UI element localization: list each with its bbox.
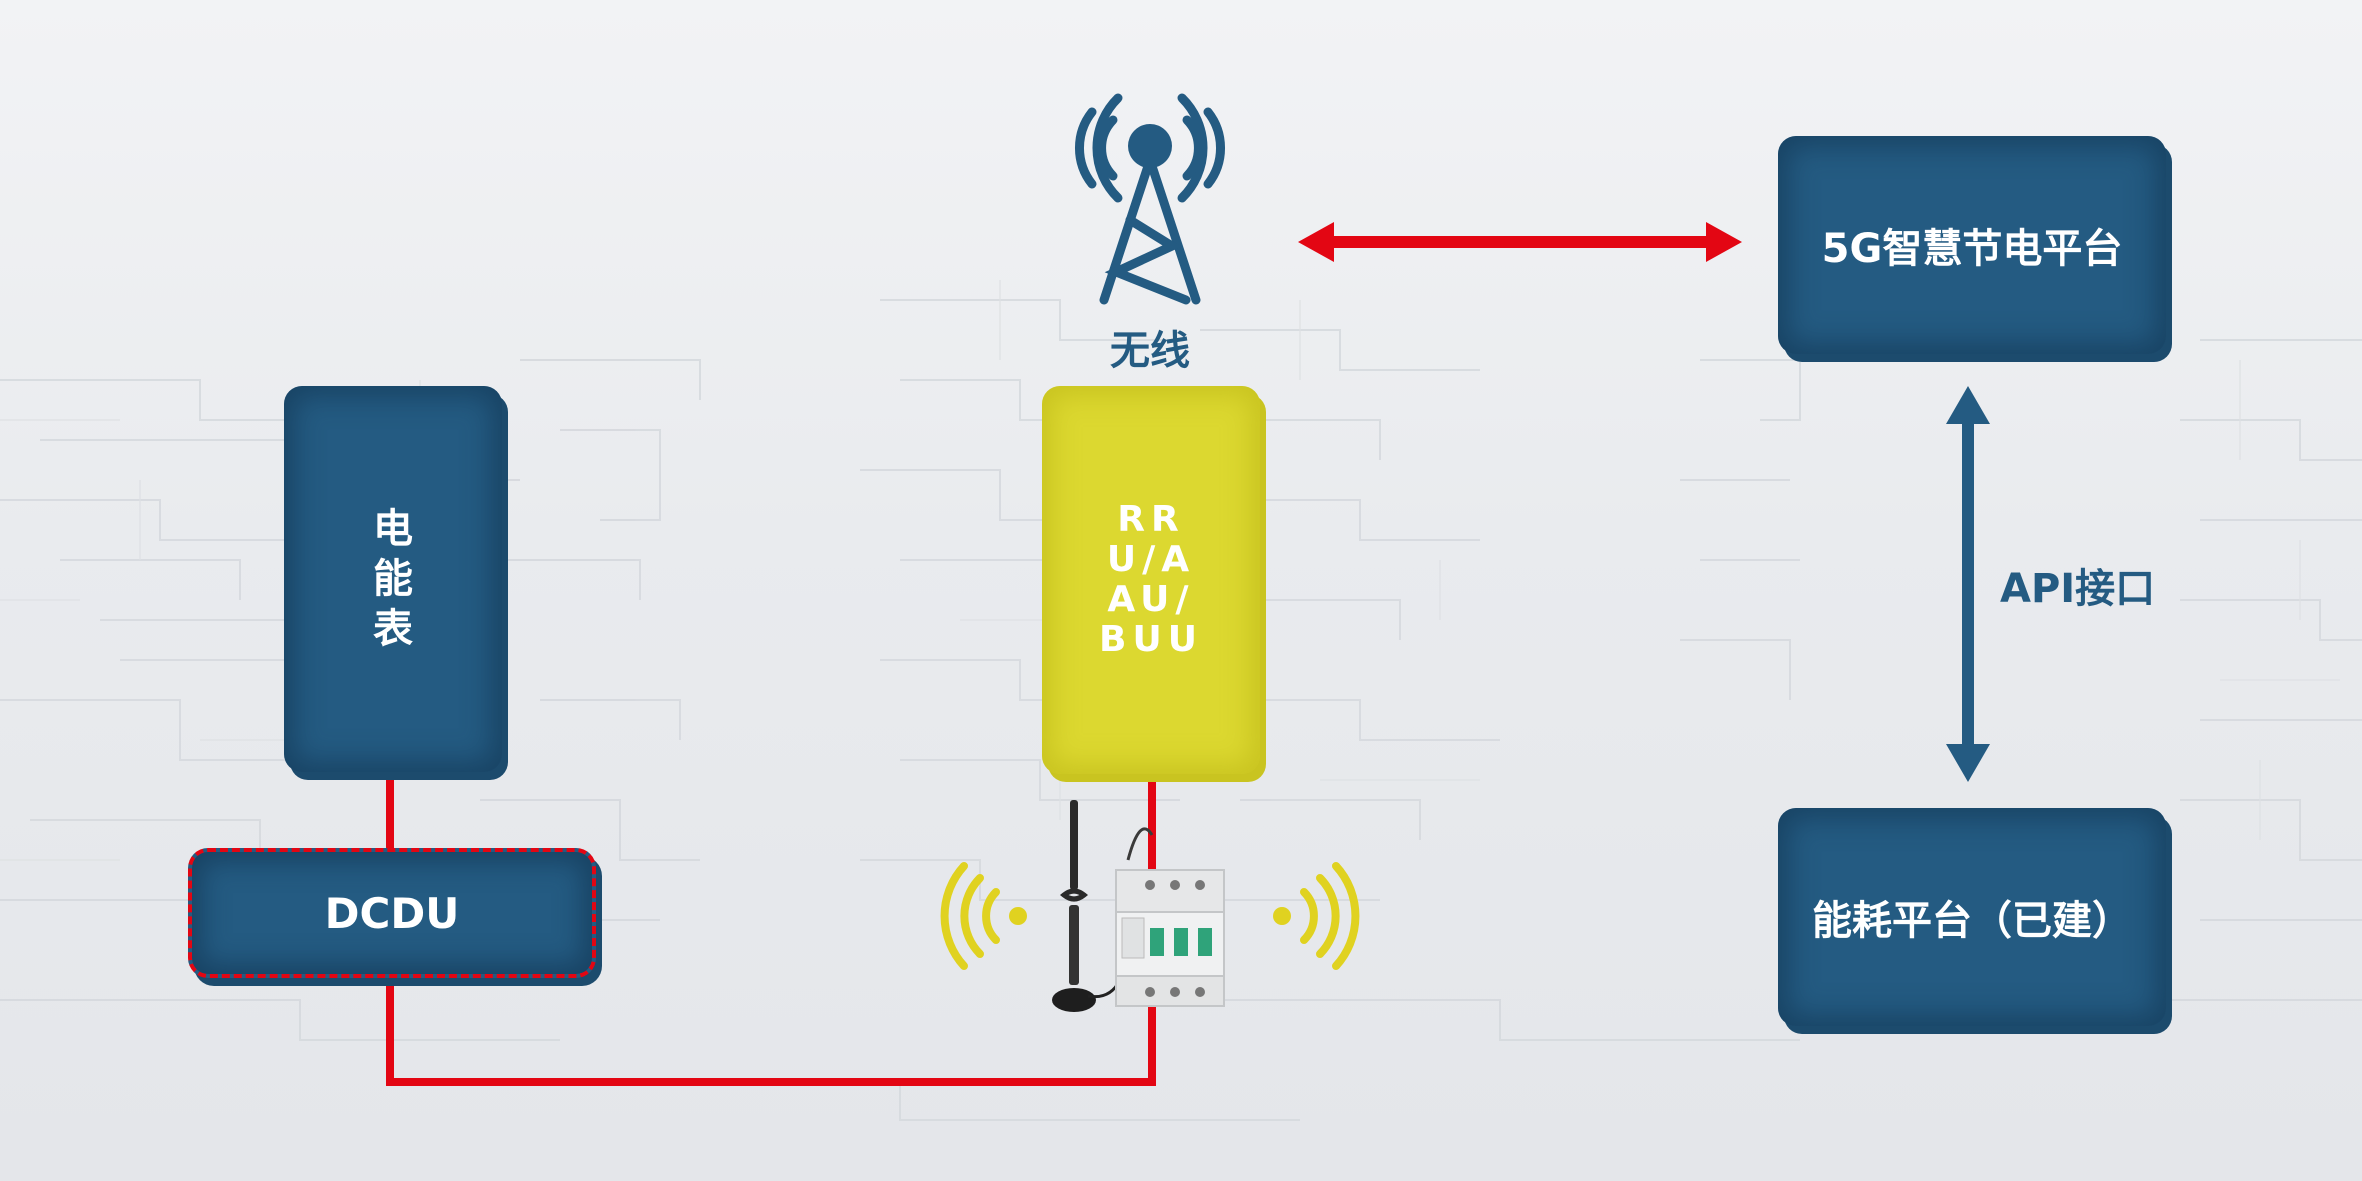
smart-power-platform-label: 5G智慧节电平台 — [1821, 226, 2123, 272]
dcdu-label: DCDU — [324, 888, 460, 938]
wireless-label: 无线 — [1110, 328, 1190, 374]
api-interface-label: API接口 — [2000, 566, 2156, 612]
api-link-arrow — [1946, 386, 1990, 782]
energy-platform-box: 能耗平台（已建） — [1778, 808, 2166, 1026]
energy-platform-label: 能耗平台（已建） — [1812, 898, 2132, 944]
rru-aau-buu-label: RRU/AAU/BUU — [1099, 499, 1203, 660]
smart-power-platform-box: 5G智慧节电平台 — [1778, 136, 2166, 354]
electric-meter-label: 电能表 — [373, 506, 413, 652]
rru-aau-buu-box: RRU/AAU/BUU — [1042, 386, 1260, 774]
wire-dcdu-device — [386, 978, 1156, 1086]
wireless-link-arrow — [1298, 222, 1742, 262]
dcdu-box: DCDU — [188, 848, 596, 978]
electric-meter-box: 电能表 — [284, 386, 502, 772]
